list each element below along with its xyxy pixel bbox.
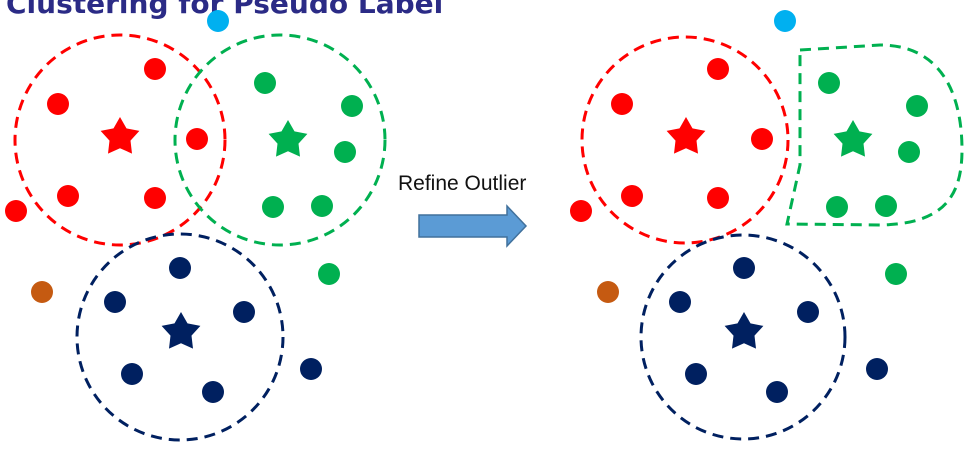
navy-point-dot-icon: [104, 291, 126, 313]
red-point-dot-icon: [47, 93, 69, 115]
red-point-dot-icon: [621, 185, 643, 207]
cyan-outlier-dot-icon: [774, 10, 796, 32]
brown-outlier-dot-icon: [597, 281, 619, 303]
navy-point-dot-icon: [121, 363, 143, 385]
red-point-dot-icon: [611, 93, 633, 115]
red-point-dot-icon: [707, 187, 729, 209]
navy-cluster-boundary: [639, 233, 847, 441]
green-point-dot-icon: [818, 72, 840, 94]
cyan-outlier-dot-icon: [207, 10, 229, 32]
green-outlier-dot-icon: [885, 263, 907, 285]
before-panel: [5, 10, 387, 442]
red-point-dot-icon: [144, 187, 166, 209]
green-point-dot-icon: [898, 141, 920, 163]
green-point-dot-icon: [254, 72, 276, 94]
green-cluster-boundary: [173, 33, 387, 247]
green-point-dot-icon: [311, 195, 333, 217]
navy-outlier-dot-icon: [300, 358, 322, 380]
green-point-dot-icon: [826, 196, 848, 218]
after-panel: [570, 10, 964, 441]
red-point-dot-icon: [57, 185, 79, 207]
navy-point-dot-icon: [169, 257, 191, 279]
diagram-title: Clustering for Pseudo Label: [6, 0, 444, 20]
green-point-dot-icon: [341, 95, 363, 117]
arrow-label: Refine Outlier: [398, 172, 527, 195]
green-point-dot-icon: [906, 95, 928, 117]
navy-outlier-dot-icon: [866, 358, 888, 380]
red-outlier-dot-icon: [570, 200, 592, 222]
navy-point-dot-icon: [797, 301, 819, 323]
red-centroid-star-icon: [100, 117, 140, 154]
navy-point-dot-icon: [669, 291, 691, 313]
red-outlier-dot-icon: [5, 200, 27, 222]
navy-point-dot-icon: [766, 381, 788, 403]
navy-point-dot-icon: [233, 301, 255, 323]
red-point-dot-icon: [186, 128, 208, 150]
navy-cluster-boundary: [75, 232, 285, 442]
red-point-dot-icon: [144, 58, 166, 80]
red-cluster-boundary: [580, 35, 790, 245]
navy-point-dot-icon: [733, 257, 755, 279]
red-point-dot-icon: [707, 58, 729, 80]
red-point-dot-icon: [751, 128, 773, 150]
green-point-dot-icon: [262, 196, 284, 218]
green-point-dot-icon: [334, 141, 356, 163]
navy-point-dot-icon: [685, 363, 707, 385]
refine-arrow-right-arrow-icon: [418, 204, 528, 248]
red-cluster-boundary: [13, 33, 227, 247]
green-centroid-star-icon: [268, 120, 308, 157]
green-outlier-dot-icon: [318, 263, 340, 285]
green-point-dot-icon: [875, 195, 897, 217]
brown-outlier-dot-icon: [31, 281, 53, 303]
red-centroid-star-icon: [666, 117, 706, 154]
navy-centroid-star-icon: [161, 312, 201, 349]
navy-centroid-star-icon: [724, 312, 764, 349]
green-cluster-boundary: [785, 43, 964, 227]
green-centroid-star-icon: [833, 120, 873, 157]
navy-point-dot-icon: [202, 381, 224, 403]
